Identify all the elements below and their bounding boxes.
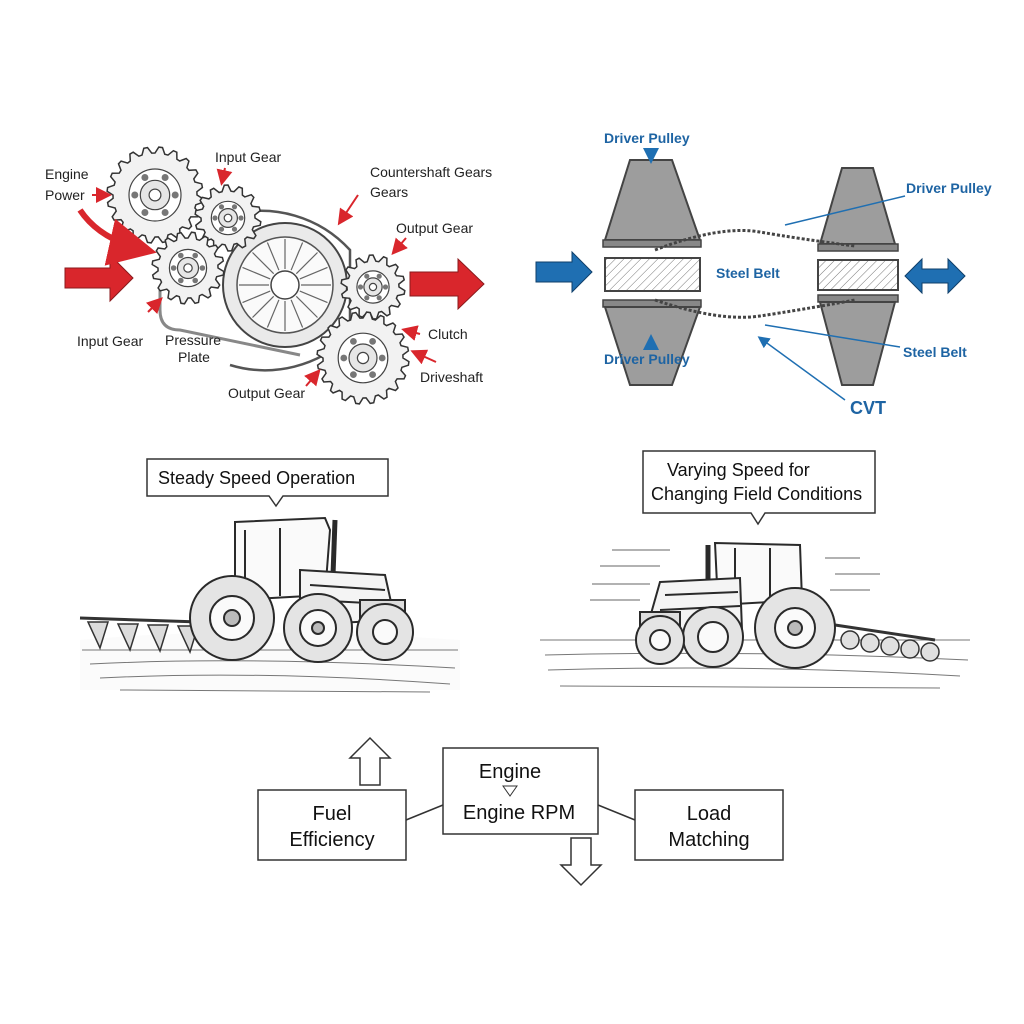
output-gear-top-icon bbox=[340, 254, 406, 320]
varying-speed-text-1: Varying Speed for bbox=[667, 460, 810, 480]
load-matching-text-1: Load bbox=[687, 803, 732, 825]
pressure-plate-label-1: Pressure bbox=[165, 332, 221, 348]
engine-rpm-box: Engine Engine RPM bbox=[442, 747, 599, 835]
harrow-icon bbox=[834, 623, 940, 662]
input-gear-top-label: Input Gear bbox=[215, 149, 281, 165]
steel-belt-center-label: Steel Belt bbox=[716, 265, 780, 281]
cvt-input-arrow-icon bbox=[535, 250, 593, 294]
fuel-efficiency-text-1: Fuel bbox=[313, 803, 352, 825]
cvt-output-arrow-icon bbox=[904, 257, 966, 295]
tractor-right-icon bbox=[635, 541, 836, 669]
load-matching-box: Load Matching bbox=[634, 789, 784, 861]
cvt-diagram: Driver Pulley Driver Pulley Steel Belt D… bbox=[535, 130, 992, 418]
steel-belt-right-label: Steel Belt bbox=[903, 344, 967, 360]
engine-input-gear-icon bbox=[106, 146, 204, 244]
input-gear-left-label: Input Gear bbox=[77, 333, 143, 349]
output-gear-top-label: Output Gear bbox=[396, 220, 473, 236]
pressure-plate-label-2: Plate bbox=[178, 349, 210, 365]
fuel-efficiency-text-2: Efficiency bbox=[289, 829, 374, 851]
driver-pulley-top-label: Driver Pulley bbox=[604, 130, 690, 146]
gearbox-diagram: Engine Power Input Gear Countershaft Gea… bbox=[45, 146, 492, 405]
countershaft-label-2: Gears bbox=[370, 184, 408, 200]
driveshaft-label: Driveshaft bbox=[420, 369, 483, 385]
output-gear-bottom-icon bbox=[316, 311, 410, 405]
driver-pulley-right-label: Driver Pulley bbox=[906, 180, 992, 196]
arrow-down-icon bbox=[559, 837, 603, 887]
varying-speed-callout: Varying Speed for Changing Field Conditi… bbox=[642, 450, 876, 526]
steady-speed-callout: Steady Speed Operation bbox=[146, 458, 389, 508]
power-flow-arrows bbox=[64, 167, 485, 387]
fuel-efficiency-box: Fuel Efficiency bbox=[257, 789, 407, 861]
steady-speed-scene: Steady Speed Operation bbox=[79, 458, 460, 693]
steady-speed-text: Steady Speed Operation bbox=[158, 468, 355, 488]
arrow-up-icon bbox=[348, 736, 392, 786]
clutch-assembly-icon bbox=[222, 222, 348, 348]
varying-speed-text-2: Changing Field Conditions bbox=[651, 484, 862, 504]
cvt-label: CVT bbox=[850, 398, 886, 418]
pressure-plate-gear-icon bbox=[151, 231, 225, 305]
countershaft-label-1: Countershaft Gears bbox=[370, 164, 492, 180]
speed-lines-icon bbox=[590, 549, 880, 601]
tractor-left-icon bbox=[189, 516, 414, 663]
engine-power-label-2: Power bbox=[45, 187, 85, 203]
right-pulley-icon bbox=[817, 167, 899, 386]
load-matching-text-2: Matching bbox=[668, 829, 749, 851]
varying-speed-scene: Varying Speed for Changing Field Conditi… bbox=[540, 450, 970, 689]
engine-text: Engine bbox=[479, 761, 541, 783]
engine-power-label-1: Engine bbox=[45, 166, 89, 182]
output-gear-bottom-label: Output Gear bbox=[228, 385, 305, 401]
plow-icon bbox=[79, 616, 201, 655]
driver-pulley-bottom-label: Driver Pulley bbox=[604, 351, 690, 367]
input-gear-icon bbox=[194, 184, 262, 252]
chevron-down-icon bbox=[502, 785, 518, 797]
engine-rpm-text: Engine RPM bbox=[463, 802, 575, 824]
clutch-label: Clutch bbox=[428, 326, 468, 342]
efficiency-flow: Fuel Efficiency Engine Engine RPM Load M… bbox=[257, 736, 784, 887]
steel-belt-icon bbox=[654, 229, 856, 319]
